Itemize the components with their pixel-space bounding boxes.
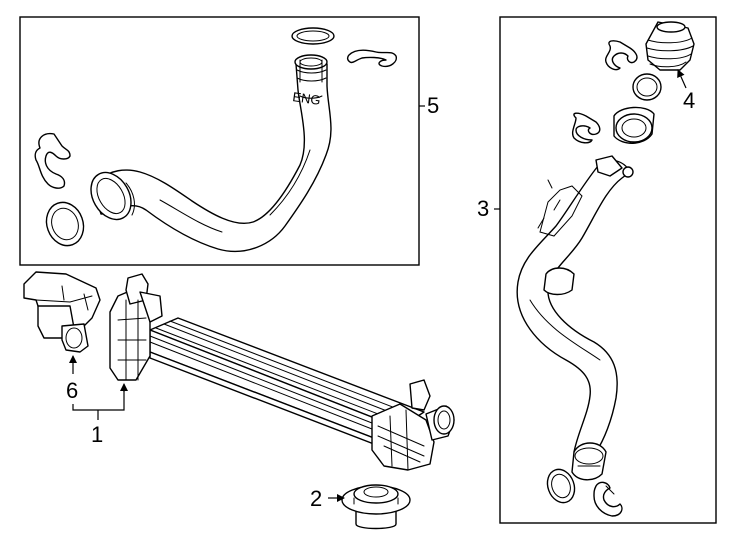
o-ring-upper-part — [291, 27, 335, 45]
callout-6: 6 — [66, 378, 78, 403]
boot-part — [645, 21, 695, 71]
sensor-part — [23, 271, 101, 353]
intercooler-part — [109, 273, 455, 471]
outlet-hose-part — [90, 54, 332, 253]
clip-upper-part — [346, 49, 397, 68]
callout-3: 3 — [477, 196, 489, 221]
coupler-part — [613, 106, 655, 144]
ring-boot-part — [632, 73, 662, 101]
leader-bracket-1 — [72, 388, 125, 411]
group-box-3 — [499, 16, 717, 524]
clip-middle-part — [571, 112, 601, 144]
clip-lower-part — [593, 481, 623, 517]
seal-part — [341, 484, 411, 530]
clip-left-part — [34, 132, 71, 189]
group-box-5 — [19, 16, 420, 266]
callout-2: 2 — [310, 486, 322, 511]
callout-4: 4 — [683, 88, 695, 113]
clip-boot-part — [604, 40, 638, 71]
arrow-4 — [677, 69, 687, 89]
callout-1: 1 — [91, 422, 103, 447]
inlet-hose-part — [516, 155, 634, 481]
callout-5: 5 — [427, 93, 439, 118]
o-ring-left-part — [45, 201, 85, 247]
hose-stamp-text: ENG — [292, 89, 322, 108]
o-ring-lower-part — [546, 468, 576, 504]
